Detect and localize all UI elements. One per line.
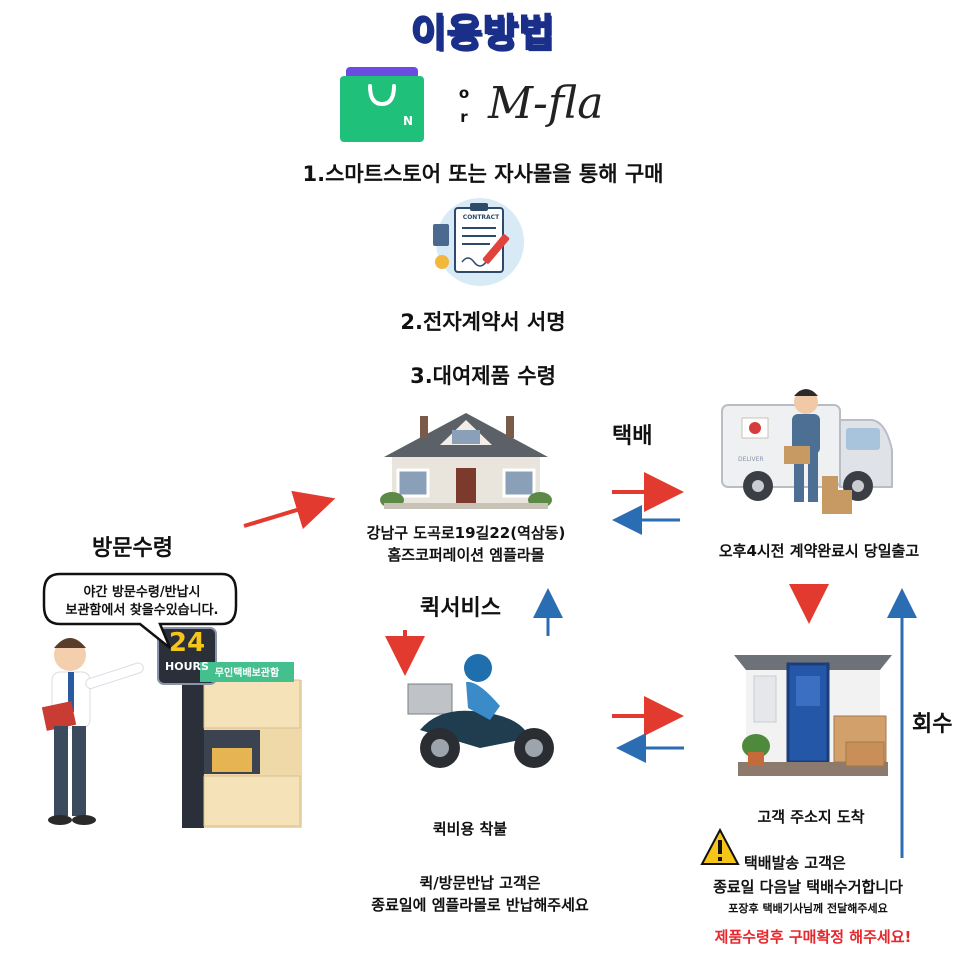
quick-fee: 퀵비용 착불 [432, 820, 508, 838]
courier-note: 오후4시전 계약완료시 당일출고 [718, 542, 920, 560]
quick-return-line1: 퀵/방문반납 고객은 [419, 874, 541, 892]
step-1: 1.스마트스토어 또는 자사몰을 통해 구매 [302, 162, 664, 186]
step-3: 3.대여제품 수령 [410, 364, 556, 388]
warning-icon [700, 827, 740, 865]
address-line2: 홈즈코퍼레이션 엠플라몰 [387, 546, 545, 564]
scooter-courier-icon [407, 654, 554, 768]
address-line1: 강남구 도곡로19길22(역삼동) [366, 524, 566, 542]
page-title: 이용방법 [410, 10, 555, 56]
sign-24: 24 [168, 628, 206, 658]
bubble-text: 야간 방문수령/반납시 보관함에서 찾을수있습니다. [52, 584, 232, 620]
house-icon [380, 413, 552, 509]
step-2: 2.전자계약서 서명 [400, 310, 566, 334]
delivery-truck-icon [721, 389, 893, 514]
smartstore-logo-icon [340, 67, 424, 142]
locker-station-icon [157, 627, 302, 828]
locker-sign: 무인택배보관함 [214, 668, 280, 679]
or-r: r [460, 108, 468, 126]
truck-text: DELIVER [738, 456, 764, 463]
final-notice: 제품수령후 구매확정 해주세요! [714, 928, 912, 946]
courier-return-line2: 종료일 다음날 택배수거합니다 [713, 878, 903, 896]
visit-label: 방문수령 [92, 536, 173, 561]
speech-bubble [42, 572, 238, 649]
quick-return-line2: 종료일에 엠플라몰로 반납해주세요 [371, 896, 589, 914]
mfla-logo: M-fla [488, 78, 604, 129]
contract-icon [433, 198, 524, 286]
courier-label: 택배 [612, 424, 653, 449]
store-letter: N [402, 114, 414, 128]
front-door-icon [734, 655, 892, 776]
contract-label: CONTRACT [462, 214, 500, 221]
arrow-visit-to-house [243, 490, 336, 530]
return-label: 회수 [912, 712, 953, 737]
courier-return-line1: 택배발송 고객은 [744, 854, 846, 872]
or-o: o [458, 84, 470, 102]
bubble-line2: 보관함에서 찾을수있습니다. [65, 603, 219, 618]
courier-return-line3: 포장후 택배기사님께 전달해주세요 [728, 902, 888, 915]
businessman-icon [41, 638, 144, 825]
arrival-label: 고객 주소지 도착 [757, 808, 865, 826]
sign-hours: HOURS [165, 660, 209, 673]
bubble-line1: 야간 방문수령/반납시 [83, 585, 201, 600]
quick-label: 퀵서비스 [420, 596, 501, 621]
